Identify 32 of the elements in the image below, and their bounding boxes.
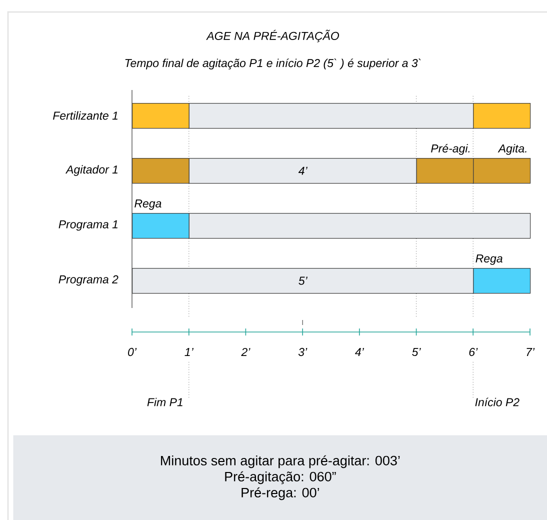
tick-label: 4’ bbox=[355, 348, 364, 356]
timeline-bar: 5’ bbox=[132, 268, 474, 294]
row-label: Programa 1 bbox=[58, 220, 118, 231]
row-label: Programa 2 bbox=[58, 275, 118, 286]
timeline-bar bbox=[473, 103, 531, 129]
segment-label: Pré-agi. bbox=[430, 142, 472, 156]
segment-label: Rega bbox=[133, 198, 163, 211]
row-label: Agitador 1 bbox=[65, 165, 118, 176]
marker-label: Início P2 bbox=[474, 396, 521, 408]
tick-label: 5’ bbox=[412, 348, 421, 356]
timeline-bar bbox=[132, 213, 190, 239]
timeline-bar bbox=[473, 268, 531, 294]
info-panel: Minutos sem agitar para pré-agitar: 003’ Pré-agitação: 060” Pré-rega: 00’ bbox=[13, 435, 547, 520]
segment-label: Agita. bbox=[497, 143, 529, 156]
tick-label: 3’ bbox=[298, 348, 308, 356]
tick-label: 2’ bbox=[241, 348, 250, 356]
tick-label: 0’ bbox=[128, 348, 137, 356]
segment-label: Rega bbox=[474, 254, 504, 266]
subtitle: Tempo final de agitação P1 e início P2 (5` ) é superior a 3` bbox=[125, 58, 421, 70]
timeline-bar bbox=[132, 158, 190, 184]
row-label: Fertilizante 1 bbox=[53, 111, 118, 120]
timeline-bar bbox=[132, 103, 190, 129]
timeline-bar bbox=[473, 158, 531, 184]
timeline-bar bbox=[188, 213, 531, 239]
tick-label: 1’ bbox=[184, 348, 194, 356]
timeline-bar bbox=[188, 103, 474, 129]
timeline-bar: 4’ bbox=[188, 158, 417, 184]
tick-label: 6’ bbox=[469, 348, 478, 356]
tick-label: 7’ bbox=[526, 348, 535, 356]
marker-label: Fim P1 bbox=[147, 398, 182, 406]
timeline-bar bbox=[416, 158, 474, 184]
chart-title: AGE NA PRÉ-AGITAÇÃO bbox=[206, 30, 340, 42]
